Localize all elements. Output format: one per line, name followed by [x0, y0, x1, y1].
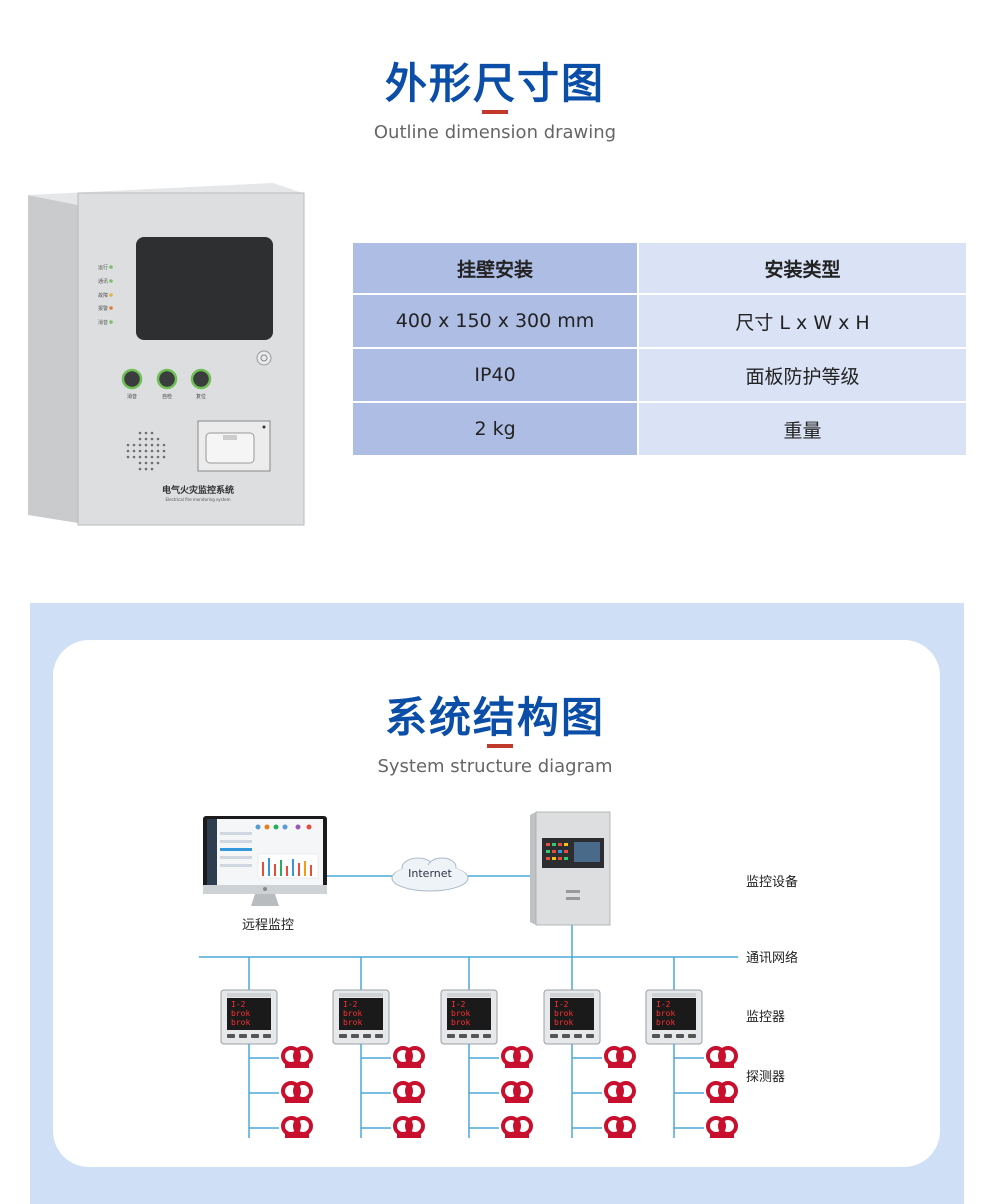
detector-sensor-icon: [281, 1046, 313, 1068]
spec-value: 挂壁安装: [350, 241, 640, 295]
monitor-screen-text: brok: [451, 1018, 470, 1027]
layer-label-network: 通讯网络: [746, 950, 798, 966]
monitor-screen-text: brok: [451, 1009, 470, 1018]
button-label: 自检: [162, 393, 172, 400]
monitor-screen-text: brok: [343, 1009, 362, 1018]
detector-sensor-icon: [281, 1116, 313, 1138]
detector-sensor-icon: [501, 1116, 533, 1138]
indicator-led: [109, 306, 113, 310]
monitor-screen-text: brok: [343, 1018, 362, 1027]
button-silence: [121, 368, 143, 390]
outline-subtitle: Outline dimension drawing: [373, 122, 617, 143]
monitor-screen-text: brok: [656, 1009, 675, 1018]
table-row: 400 x 150 x 300 mm 尺寸 L x W x H: [350, 293, 968, 349]
indicator-led: [109, 320, 113, 324]
detector-sensor-icon: [393, 1116, 425, 1138]
device-screen: [136, 237, 273, 340]
spec-value: 2 kg: [350, 401, 640, 457]
button-label: 消音: [127, 393, 137, 400]
monitoring-cabinet-icon: [530, 811, 611, 926]
monitor-screen-text: I-2: [343, 1000, 358, 1009]
structure-card: [53, 640, 940, 1167]
indicator-label: 运行: [98, 264, 108, 271]
internet-cloud-icon: [391, 857, 469, 892]
device-cabinet-image: 运行 通讯 故障 报警 消音 消音 自检 复位 电气火灾监控: [28, 183, 305, 526]
spec-label: 尺寸 L x W x H: [637, 293, 968, 349]
table-row: 2 kg 重量: [350, 401, 968, 457]
structure-title: 系统结构图: [384, 693, 605, 742]
spec-label: 面板防护等级: [637, 347, 968, 403]
table-row: 挂壁安装 安装类型: [350, 241, 968, 295]
structure-subtitle: System structure diagram: [377, 756, 613, 777]
internet-label: Internet: [408, 867, 452, 880]
indicator-led: [109, 265, 113, 269]
button-selftest: [156, 368, 178, 390]
device-brand-label: 电气火灾监控系统: [162, 484, 234, 496]
monitor-screen-text: brok: [554, 1009, 573, 1018]
spec-label: 重量: [637, 401, 968, 457]
detector-sensor-icon: [281, 1081, 313, 1103]
detector-sensor-icon: [393, 1081, 425, 1103]
layer-label-detector: 探测器: [746, 1070, 785, 1085]
indicator-label: 消音: [98, 319, 108, 326]
detector-sensor-icon: [604, 1116, 636, 1138]
monitor-screen-text: I-2: [231, 1000, 246, 1009]
spec-value: 400 x 150 x 300 mm: [350, 293, 640, 349]
indicator-label: 故障: [98, 292, 108, 299]
indicator-led: [109, 279, 113, 283]
monitor-screen-text: I-2: [656, 1000, 671, 1009]
detector-sensor-icon: [604, 1046, 636, 1068]
outline-title: 外形尺寸图: [384, 59, 605, 108]
button-label: 复位: [196, 393, 206, 400]
monitor-screen-text: brok: [554, 1018, 573, 1027]
indicator-label: 报警: [98, 305, 108, 312]
layer-label-monitor: 监控器: [746, 1010, 785, 1025]
indicator-led: [109, 293, 113, 297]
detector-sensor-icon: [706, 1081, 738, 1103]
indicator-label: 通讯: [98, 278, 108, 285]
detector-sensor-icon: [706, 1046, 738, 1068]
button-reset: [190, 368, 212, 390]
spec-value: IP40: [350, 347, 640, 403]
detector-sensor-icon: [501, 1046, 533, 1068]
device-brand-sub: Electrical fire monitoring system: [165, 497, 230, 502]
monitor-screen-text: I-2: [451, 1000, 466, 1009]
monitor-screen-text: brok: [656, 1018, 675, 1027]
monitor-screen-text: brok: [231, 1009, 250, 1018]
monitor-screen-text: I-2: [554, 1000, 569, 1009]
detector-sensor-icon: [706, 1116, 738, 1138]
detector-sensor-icon: [501, 1081, 533, 1103]
system-structure-diagram: 远程监控 Internet 监控设备 通讯网络 监控器 探测器 I-2brokb…: [199, 811, 798, 1138]
key-lock-icon: [256, 350, 272, 366]
spec-label: 安装类型: [637, 241, 968, 295]
detector-sensor-icon: [393, 1046, 425, 1068]
layer-label-monitor-device: 监控设备: [746, 874, 798, 890]
spec-table: 挂壁安装 安装类型 400 x 150 x 300 mm 尺寸 L x W x …: [350, 241, 968, 457]
detector-sensor-icon: [604, 1081, 636, 1103]
remote-computer-icon: [203, 816, 327, 906]
speaker-grille: [126, 431, 166, 471]
monitor-screen-text: brok: [231, 1018, 250, 1027]
remote-monitoring-label: 远程监控: [242, 918, 294, 933]
outline-title-underline: [482, 110, 508, 114]
table-row: IP40 面板防护等级: [350, 347, 968, 403]
structure-title-underline: [487, 744, 513, 748]
